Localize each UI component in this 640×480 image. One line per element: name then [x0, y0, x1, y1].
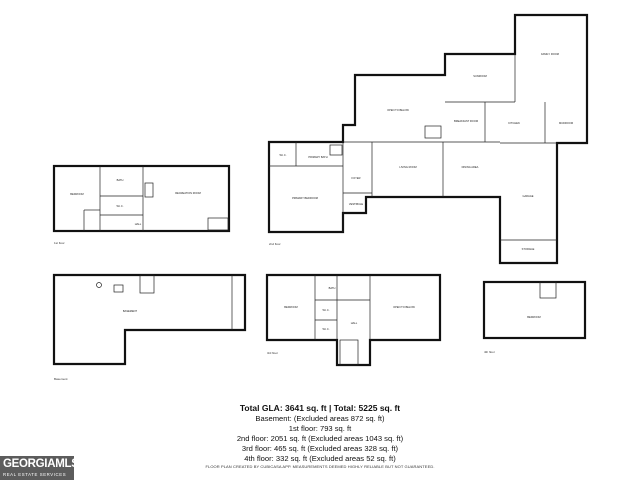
f2-dining-label: DINING AREA — [462, 165, 479, 169]
first-floor-plan: BEDROOM BATH W.I.C. HALL RECREATION ROOM… — [52, 164, 231, 245]
f2-mudroom-label: MUDROOM — [559, 121, 573, 125]
f2-storage-label: STORAGE — [522, 247, 535, 251]
fourth-floor-label: 4th floor — [484, 350, 495, 354]
f2-wic-label: W.I.C. — [279, 153, 286, 157]
second-floor-area-line: 2nd floor: 2051 sq. ft (Excluded areas 1… — [236, 434, 404, 443]
f1-bedroom-label: BEDROOM — [70, 192, 83, 196]
basement-room-label: BASEMENT — [123, 309, 138, 313]
third-floor-plan: BEDROOM BATH W.I.C. W.I.C. HALL OPEN TO … — [265, 273, 442, 367]
georgiamls-logo: GEORGIAMLS REAL ESTATE SERVICES — [0, 456, 79, 480]
f2-foyer-label: FOYER — [352, 176, 361, 180]
f3-wic2-label: W.I.C. — [322, 327, 329, 331]
f3-bath-label: BATH — [329, 286, 336, 290]
first-floor-area-line: 1st floor: 793 sq. ft — [288, 424, 352, 433]
third-floor-area-line: 3rd floor: 465 sq. ft (Excluded areas 32… — [241, 444, 399, 453]
f2-vestibule-label: VESTIBULE — [349, 202, 364, 206]
second-floor-label: 2nd floor — [269, 242, 281, 246]
basement-plan: BASEMENT Basement — [52, 273, 247, 381]
f3-open-below-label: OPEN TO BELOW — [393, 305, 415, 309]
first-floor-label: 1st floor — [54, 241, 65, 245]
f1-bath-label: BATH — [117, 178, 124, 182]
f2-sunroom-label: SUNROOM — [473, 74, 487, 78]
logo-main-text: GEORGIAMLS — [3, 458, 79, 470]
f2-garage-label: GARAGE — [522, 194, 533, 198]
f4-bedroom-label: BEDROOM — [527, 315, 540, 319]
fourth-floor-plan: BEDROOM 4th floor — [482, 280, 587, 354]
basement-floor-label: Basement — [54, 377, 68, 381]
f2-primary-bedroom-label: PRIMARY BEDROOM — [292, 196, 318, 200]
floor-plan-disclaimer: FLOOR PLAN CREATED BY CUBICASA APP. MEAS… — [205, 464, 435, 469]
f2-family-room-label: FAMILY ROOM — [541, 52, 559, 56]
basement-area-line: Basement: (Excluded areas 872 sq. ft) — [255, 414, 385, 423]
f3-hall-label: HALL — [351, 321, 358, 325]
f2-breakfast-label: BREAKFAST ROOM — [454, 119, 478, 123]
f2-open-below-label: OPEN TO BELOW — [387, 108, 409, 112]
f3-wic1-label: W.I.C. — [322, 308, 329, 312]
f3-bedroom-label: BEDROOM — [284, 305, 297, 309]
f1-hall-label: HALL — [135, 222, 142, 226]
f2-primary-bath-label: PRIMARY BATH — [308, 155, 327, 159]
third-floor-label: 3rd floor — [267, 351, 278, 355]
f1-recreation-label: RECREATION ROOM — [175, 191, 201, 195]
logo-sub-text: REAL ESTATE SERVICES — [3, 472, 67, 477]
fourth-floor-area-line: 4th floor: 332 sq. ft (Excluded areas 52… — [244, 454, 396, 463]
total-area-title: Total GLA: 3641 sq. ft | Total: 5225 sq.… — [239, 403, 401, 413]
second-floor-plan: W.I.C. PRIMARY BATH PRIMARY BEDROOM FOYE… — [267, 13, 589, 265]
f1-wic-label: W.I.C. — [116, 204, 123, 208]
f2-living-label: LIVING ROOM — [399, 165, 416, 169]
f2-kitchen-label: KITCHEN — [508, 121, 520, 125]
